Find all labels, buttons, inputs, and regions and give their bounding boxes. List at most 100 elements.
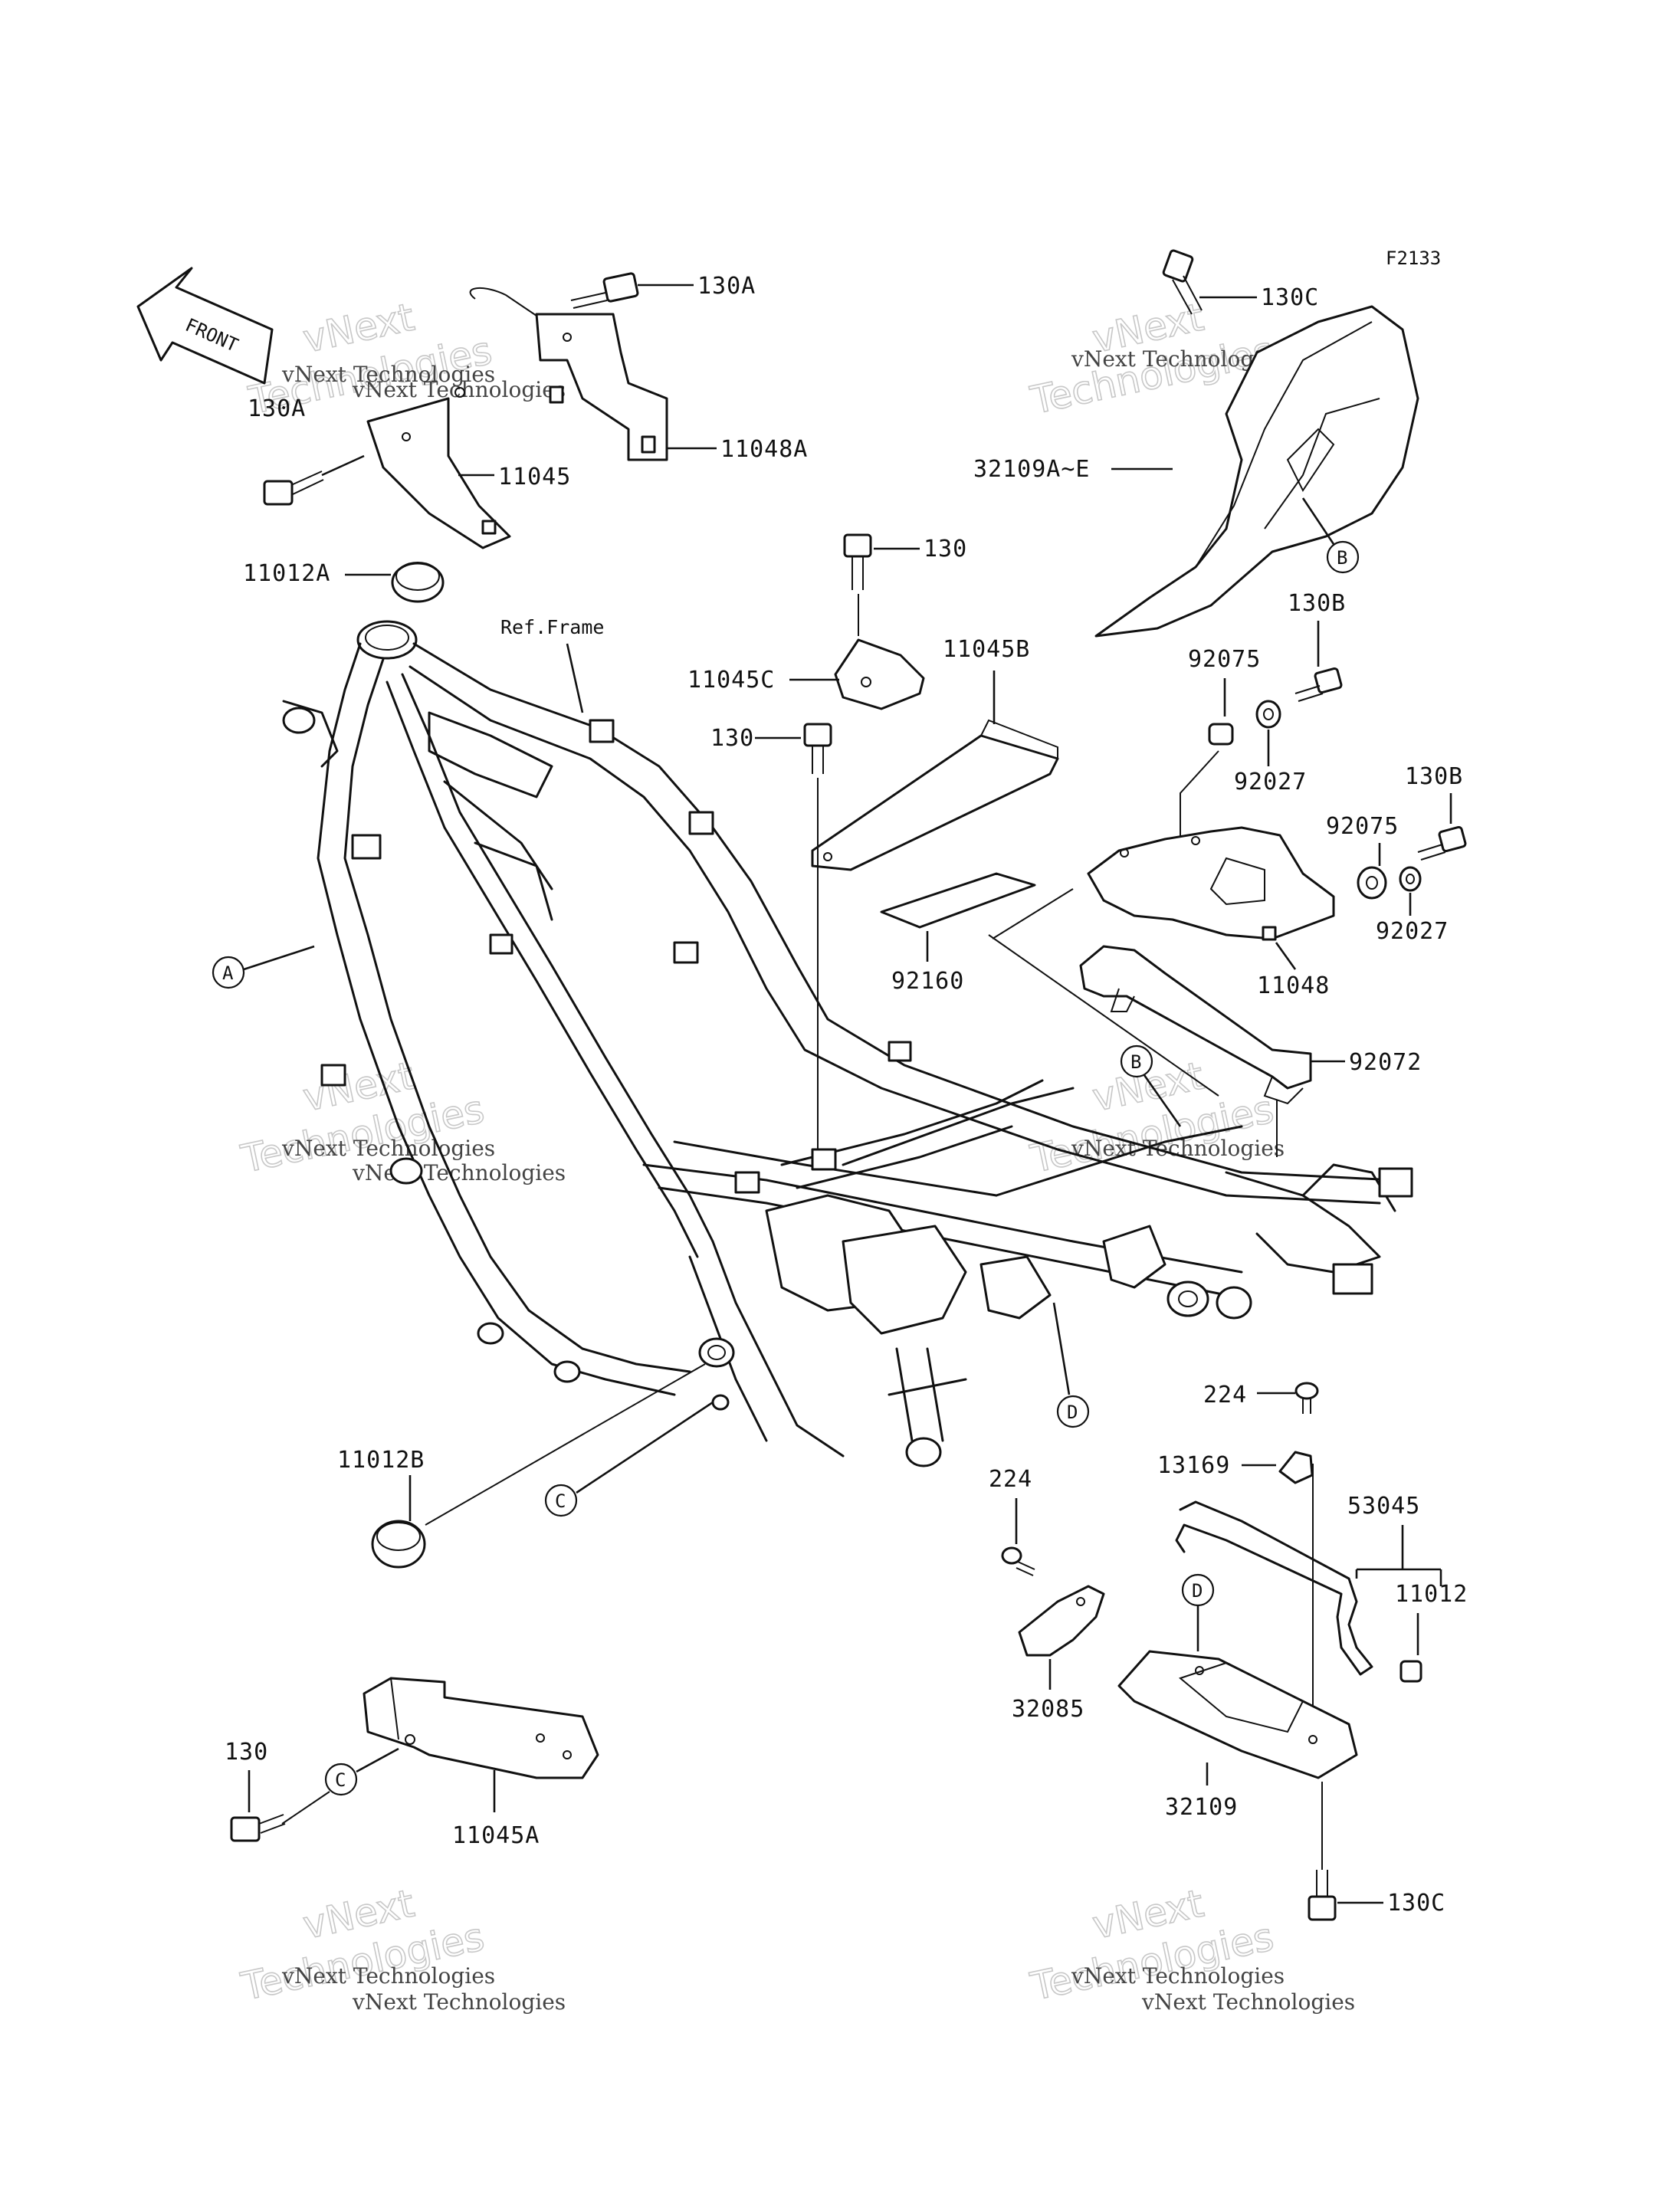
- screw-224-mid-icon: [1001, 1546, 1035, 1576]
- label-92075-top: 92075: [1188, 646, 1261, 673]
- svg-text:B: B: [1130, 1051, 1141, 1073]
- label-32109: 32109: [1165, 1794, 1238, 1821]
- svg-text:vNext Technologies: vNext Technologies: [1141, 1989, 1355, 2015]
- bolt-130a-left-icon: [263, 454, 365, 506]
- tray-11045b: [811, 719, 1059, 871]
- svg-text:C: C: [335, 1769, 346, 1791]
- spacer-92075-top-icon: [1208, 723, 1234, 746]
- label-53045: 53045: [1347, 1493, 1420, 1520]
- watermark-mid-left: Technologies vNext vNext Technologies vN…: [237, 1053, 566, 1185]
- label-11045a: 11045A: [452, 1822, 540, 1849]
- plate-32109: [1117, 1650, 1358, 1779]
- label-92027-mid: 92027: [1376, 918, 1449, 945]
- leader-b-top: [1301, 497, 1335, 545]
- callout-a: A: [212, 956, 245, 989]
- callout-d-frame: D: [1056, 1395, 1090, 1428]
- leader-d-frame: [1052, 1302, 1071, 1395]
- callout-c-bottom: C: [324, 1763, 358, 1796]
- svg-text:vNext Technologies: vNext Technologies: [281, 1963, 495, 1989]
- leader-ref-frame: [566, 643, 584, 713]
- washer-92027-top-icon: [1255, 700, 1281, 729]
- label-11048: 11048: [1257, 972, 1330, 999]
- guide-11012b: [425, 1363, 706, 1526]
- label-130b-top: 130B: [1288, 590, 1346, 617]
- bolt-130-mid-icon: [803, 723, 832, 774]
- pad-92160: [880, 872, 1036, 929]
- front-arrow-icon: FRONT: [136, 267, 274, 385]
- label-130a-top: 130A: [697, 273, 756, 300]
- watermark-bottom-right: Technologies vNext vNext Technologies vN…: [1026, 1881, 1355, 2015]
- label-92072: 92072: [1349, 1049, 1422, 1076]
- label-130a-left: 130A: [248, 395, 306, 422]
- bolt-130a-top-icon: [570, 272, 694, 309]
- guide-11048-frame: [988, 934, 1219, 1097]
- guide-130-bottom: [281, 1791, 330, 1825]
- label-32085: 32085: [1012, 1696, 1084, 1723]
- leader-c-bottom: [356, 1747, 399, 1773]
- bolt-130b-mid-icon: [1417, 825, 1467, 861]
- label-92027-top: 92027: [1234, 769, 1307, 795]
- svg-text:D: D: [1067, 1402, 1078, 1423]
- watermark-bottom-left: Technologies vNext vNext Technologies vN…: [237, 1881, 566, 2015]
- label-130c-bottom: 130C: [1387, 1890, 1445, 1917]
- motorcycle-frame: [282, 620, 1413, 1467]
- bracket-11045c: [834, 638, 925, 710]
- bolt-130c-top-icon: [1162, 249, 1257, 315]
- bracket-11045a: [363, 1677, 599, 1779]
- label-224-right: 224: [1203, 1382, 1247, 1408]
- figure-code: F2133: [1386, 248, 1441, 269]
- grommet-11012a-icon: [391, 562, 445, 603]
- callout-b-top: B: [1326, 540, 1360, 574]
- label-130c-top: 130C: [1261, 284, 1319, 311]
- callout-b-mid: B: [1120, 1044, 1153, 1078]
- bolt-130-top-icon: [843, 533, 920, 590]
- bolt-130b-top-icon: [1294, 667, 1343, 702]
- ref-frame-label: Ref.Frame: [500, 616, 604, 638]
- bracket-11048a: [469, 287, 717, 461]
- svg-text:B: B: [1337, 547, 1347, 569]
- label-92075-mid: 92075: [1326, 813, 1399, 840]
- label-92160: 92160: [891, 968, 964, 995]
- svg-text:vNext Technologies: vNext Technologies: [352, 1160, 566, 1185]
- watermark-top-left: Technologies vNext vNext Technologies vN…: [244, 294, 566, 424]
- label-11045: 11045: [498, 464, 571, 490]
- label-11012a: 11012A: [243, 560, 330, 587]
- svg-text:vNext Technologies: vNext Technologies: [1071, 1963, 1285, 1989]
- label-130-bottom: 130: [225, 1739, 268, 1766]
- label-13169: 13169: [1157, 1452, 1230, 1479]
- guide-11048-link: [992, 888, 1074, 939]
- screw-224-right-icon: [1294, 1382, 1319, 1414]
- label-11012b: 11012B: [337, 1447, 425, 1474]
- svg-text:A: A: [222, 962, 234, 984]
- label-224-mid: 224: [989, 1466, 1032, 1493]
- svg-text:D: D: [1192, 1580, 1203, 1602]
- svg-text:vNext Technologies: vNext Technologies: [352, 377, 566, 402]
- bracket-11045: [366, 387, 511, 549]
- svg-text:vNext Technologies: vNext Technologies: [281, 1136, 495, 1161]
- label-130b-mid: 130B: [1405, 763, 1463, 790]
- bracket-32085: [1018, 1585, 1105, 1657]
- label-11045b: 11045B: [943, 636, 1030, 663]
- leader-11048: [1275, 942, 1297, 970]
- spacer-92075-mid-icon: [1357, 866, 1387, 900]
- rear-fender-32109a-e: [1094, 305, 1419, 638]
- svg-text:vNext Technologies: vNext Technologies: [352, 1989, 566, 2015]
- leader-a: [243, 945, 315, 971]
- washer-92027-mid-icon: [1399, 866, 1422, 892]
- watermark-mid-right: Technologies vNext vNext Technologies: [1026, 1053, 1285, 1182]
- cap-11012-icon: [1399, 1660, 1422, 1683]
- label-11045c: 11045C: [687, 667, 775, 694]
- leader-b-mid: [1143, 1074, 1182, 1127]
- svg-text:C: C: [555, 1490, 566, 1512]
- bolt-130c-bottom-icon: [1308, 1870, 1337, 1921]
- label-11048a: 11048A: [720, 436, 808, 463]
- label-32109a-e: 32109A~E: [973, 456, 1091, 483]
- grommet-11012b-icon: [371, 1520, 426, 1569]
- rod-53045: [1175, 1500, 1373, 1676]
- label-130-top: 130: [924, 536, 967, 562]
- leader-c-frame: [576, 1401, 714, 1494]
- bolt-130-bottom-icon: [230, 1814, 286, 1842]
- label-130-mid: 130: [710, 725, 754, 752]
- leader-53045: [1355, 1525, 1442, 1586]
